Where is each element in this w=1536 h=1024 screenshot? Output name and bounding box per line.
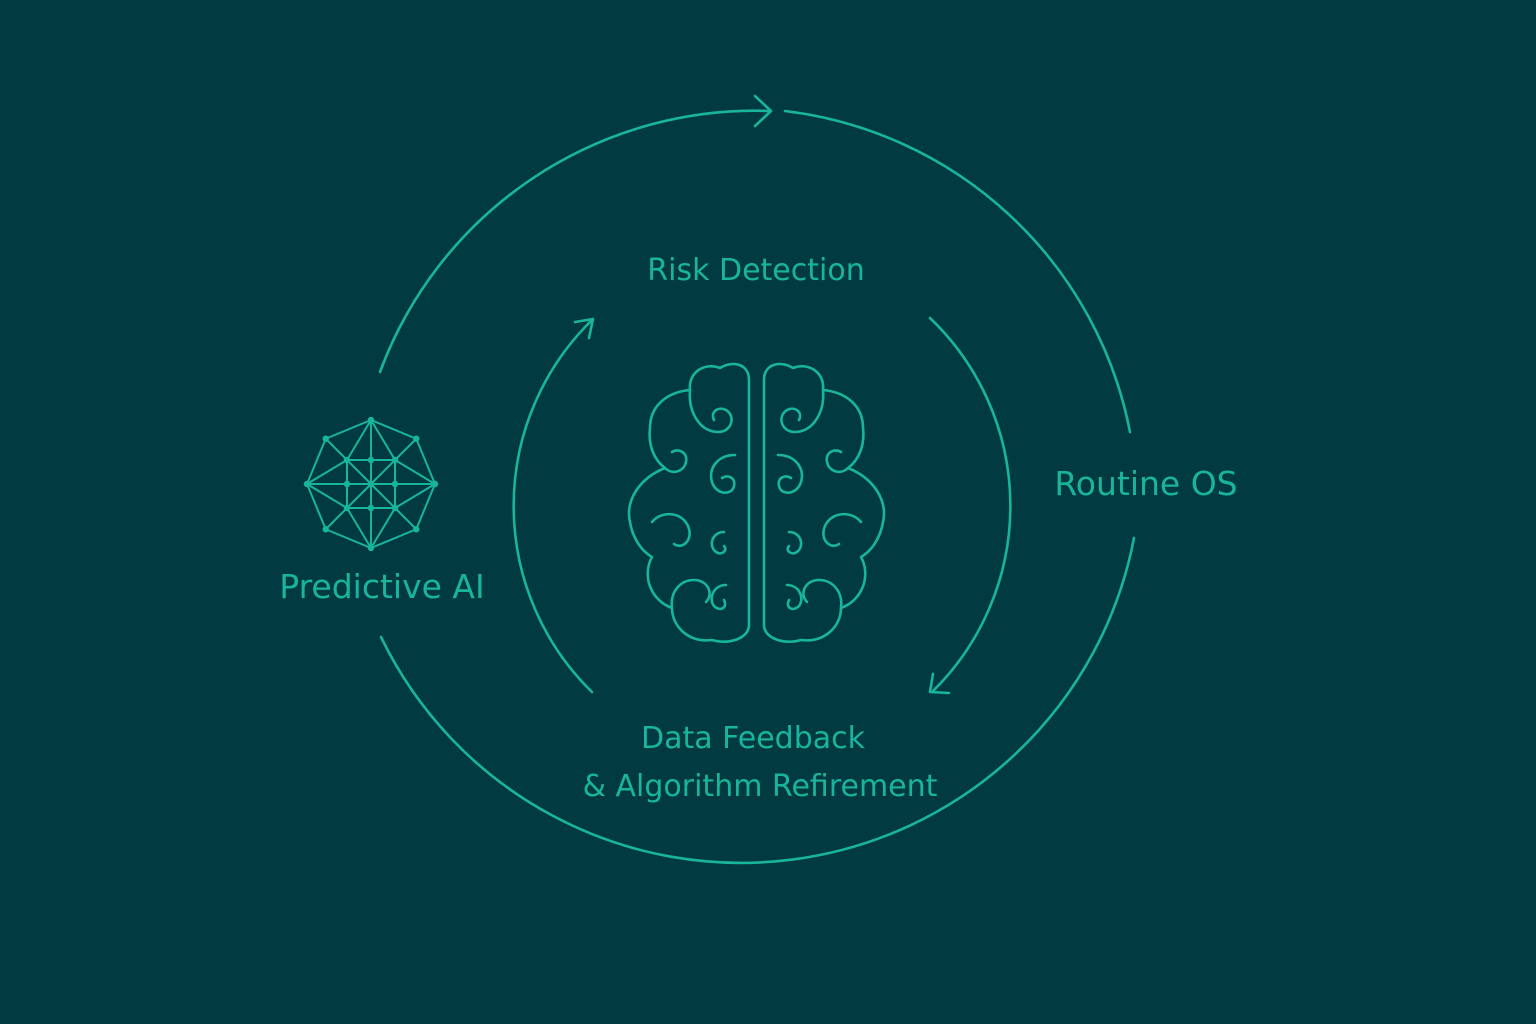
outer-arrowhead-top xyxy=(753,94,773,128)
routine-os-label: Routine OS xyxy=(1054,464,1237,503)
polyhedron-vertex xyxy=(367,544,375,552)
polyhedron-edge xyxy=(306,483,327,531)
polyhedron-edge xyxy=(324,419,372,440)
polyhedron-edge xyxy=(415,437,436,485)
polyhedron-edge xyxy=(370,419,397,461)
brain-icon xyxy=(627,362,886,643)
polyhedron-vertex xyxy=(367,456,375,464)
polyhedron-edge xyxy=(370,528,418,549)
polyhedron-edge xyxy=(345,419,372,461)
polyhedron-edge xyxy=(370,483,397,510)
polyhedron-vertex xyxy=(303,480,311,488)
data-feedback-label-line2: & Algorithm Refirement xyxy=(583,769,938,804)
polyhedron-edge xyxy=(306,483,348,510)
inner-cycle xyxy=(512,316,1012,695)
outer-arc-top-right xyxy=(783,109,1132,434)
polyhedron-edge xyxy=(324,507,348,531)
polyhedron-vertex xyxy=(391,480,399,488)
polyhedron-vertex xyxy=(391,504,399,512)
outer-arc-top-left xyxy=(378,109,772,374)
polyhedron-vertex xyxy=(343,480,351,488)
polyhedron-edge xyxy=(345,483,372,510)
polyhedron-vertex xyxy=(322,435,329,442)
polyhedron-vertex xyxy=(391,456,399,464)
polyhedron-edge xyxy=(345,458,372,485)
inner-arc-left xyxy=(512,318,594,694)
polyhedron-edge xyxy=(415,483,436,531)
polyhedron-edge xyxy=(306,458,348,485)
polyhedron-edge xyxy=(394,458,436,485)
polyhedron-vertex xyxy=(367,504,375,512)
outer-arc-bottom xyxy=(379,536,1136,865)
risk-detection-label: Risk Detection xyxy=(647,253,864,288)
polyhedron-edge xyxy=(306,437,327,485)
polyhedron-edge xyxy=(394,437,418,461)
polyhedron-vertex xyxy=(343,456,351,464)
polyhedron-edge xyxy=(324,528,372,549)
polyhedron-vertex xyxy=(367,480,375,488)
polyhedron-edge xyxy=(370,458,397,485)
predictive-ai-label: Predictive AI xyxy=(279,567,484,606)
inner-arrowhead-right xyxy=(928,672,951,695)
polyhedron-vertex xyxy=(343,504,351,512)
polyhedron-vertex xyxy=(367,416,375,424)
polyhedron-vertex xyxy=(413,526,420,533)
polyhedron-vertex xyxy=(322,526,329,533)
polyhedron-network-icon xyxy=(303,416,439,552)
polyhedron-edge xyxy=(394,483,436,510)
polyhedron-vertex xyxy=(413,435,420,442)
inner-arrowhead-left xyxy=(573,317,595,340)
outer-cycle xyxy=(378,94,1136,865)
polyhedron-edge xyxy=(345,507,372,549)
data-feedback-label-line1: Data Feedback xyxy=(641,721,866,756)
inner-arc-right xyxy=(928,316,1012,693)
polyhedron-edge xyxy=(394,507,418,531)
polyhedron-edge xyxy=(324,437,348,461)
polyhedron-vertex xyxy=(431,480,439,488)
polyhedron-edge xyxy=(370,419,418,440)
polyhedron-edge xyxy=(370,507,397,549)
